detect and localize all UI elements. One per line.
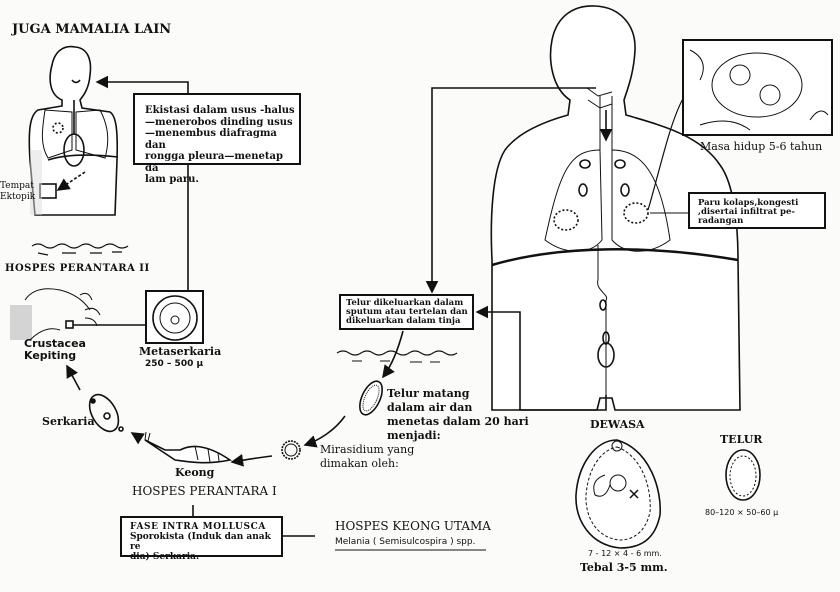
label-line: menjadi: (387, 429, 441, 442)
box-line: Ekistasi dalam usus -halus (145, 105, 295, 116)
crustacean-label: Crustacea Kepiting (24, 338, 86, 362)
label-line: menetas dalam 20 hari (387, 415, 529, 428)
label-line: Mirasidium yang (320, 443, 415, 456)
arrow-sputum (425, 87, 596, 294)
snail-illustration (130, 431, 273, 467)
crab-illustration (10, 288, 146, 341)
label-line: Telur matang (387, 387, 470, 400)
box-title: FASE INTRA MOLLUSCA (130, 522, 266, 532)
first-intermediate-host-label: HOSPES PERANTARA I (132, 484, 277, 498)
water-waves-left (31, 243, 129, 256)
adult-fluke-illustration (575, 439, 661, 549)
label-line: Tempat (0, 181, 34, 191)
mature-egg-label: Telur matang dalam air dan menetas dalam… (387, 387, 529, 443)
metacercaria-label: Metaserkaria (139, 345, 222, 358)
egg-size: 80–120 × 50–60 μ (705, 508, 779, 517)
excystation-box: Ekistasi dalam usus -halus —menerobos di… (133, 93, 301, 185)
adult-size: 7 - 12 × 4 - 6 mm. (588, 549, 662, 558)
box-line: Sporokista (Induk dan anak re (130, 532, 271, 552)
box-line: Paru kolaps,kongesti (698, 198, 799, 208)
intra-mollusca-box: FASE INTRA MOLLUSCA Sporokista (Induk da… (120, 516, 283, 562)
egg-title: TELUR (720, 433, 763, 446)
main-snail-host-title: HOSPES KEONG UTAMA (335, 519, 491, 533)
box-line: —menembus diafragma dan (145, 128, 277, 151)
label-line: Kepiting (24, 349, 77, 362)
egg-release-box: Telur dikeluarkan dalam sputum atau tert… (339, 294, 474, 330)
adult-title: DEWASA (590, 418, 645, 431)
main-snail-host-species: Melania ( Semisulcospira ) spp. (335, 537, 476, 547)
connector-lines (192, 505, 315, 537)
arrow-to-mammal (95, 75, 189, 93)
lifespan-label: Masa hidup 5-6 tahun (700, 140, 823, 153)
label-line: Ektopik (0, 192, 36, 202)
box-line: Telur dikeluarkan dalam (346, 298, 464, 308)
label-line: dalam air dan (387, 401, 473, 414)
ectopic-label: Tempat Ektopik (0, 181, 35, 203)
box-line: rongga pleura—menetap da (145, 151, 283, 174)
box-line: dia) Serkaria. (130, 552, 200, 562)
mature-egg-illustration (336, 330, 458, 416)
label-line: dimakan oleh: (320, 457, 399, 470)
cercaria-label: Serkaria (42, 415, 95, 428)
lung-cyst-illustration (682, 39, 833, 136)
second-intermediate-host-label: HOSPES PERANTARA II (5, 263, 150, 274)
metacercaria-illustration (145, 290, 204, 344)
egg-illustration (725, 449, 761, 501)
box-line: ,disertai infiltrat pe- (698, 207, 795, 217)
box-line: —menerobos dinding usus (145, 116, 293, 128)
arrow-feces (475, 305, 607, 411)
metacercaria-size: 250 – 500 μ (145, 359, 204, 369)
snail-label: Keong (175, 466, 215, 479)
cercaria-illustration (66, 364, 124, 433)
box-line: radangan (698, 216, 744, 226)
adult-thickness: Tebal 3-5 mm. (580, 561, 668, 574)
label-line: Crustacea (24, 337, 86, 350)
miracidium-label: Mirasidium yang dimakan oleh: (320, 443, 414, 471)
title-other-mammals: JUGA MAMALIA LAIN (12, 22, 172, 37)
miracidium-illustration (281, 415, 346, 460)
box-line: lam paru. (145, 174, 199, 185)
lung-effects-box: Paru kolaps,kongesti ,disertai infiltrat… (688, 192, 826, 229)
box-line: dikeluarkan dalam tinja (346, 316, 461, 326)
box-line: sputum atau tertelan dan (346, 307, 468, 317)
small-human-figure (28, 45, 119, 216)
